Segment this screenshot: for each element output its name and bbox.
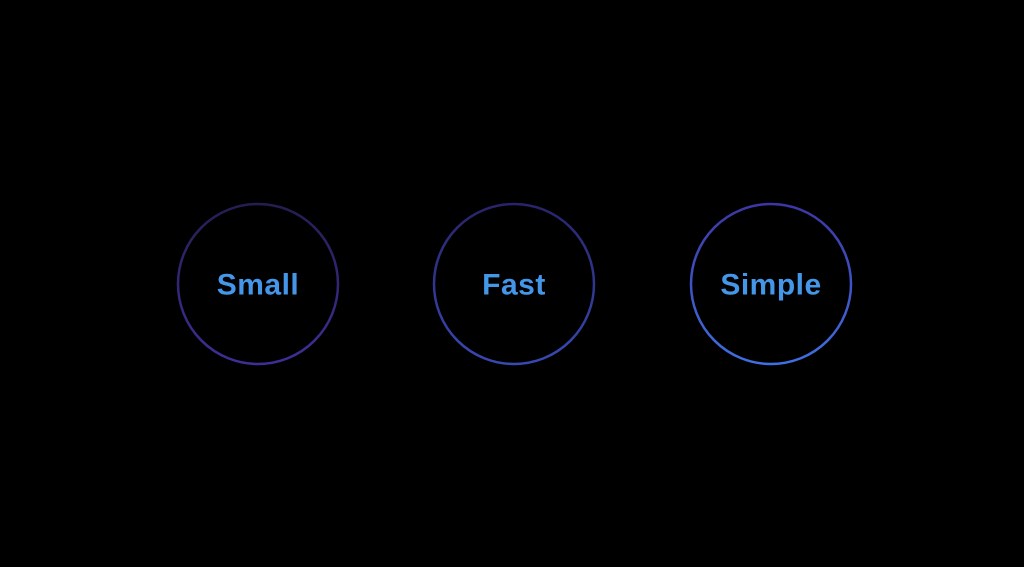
node-circle-small	[176, 202, 340, 366]
node-circle-simple	[689, 202, 853, 366]
node-circle-fast	[432, 202, 596, 366]
node-label-simple: Simple	[720, 269, 821, 302]
node-label-small: Small	[217, 269, 300, 302]
node-label-fast: Fast	[482, 269, 546, 302]
